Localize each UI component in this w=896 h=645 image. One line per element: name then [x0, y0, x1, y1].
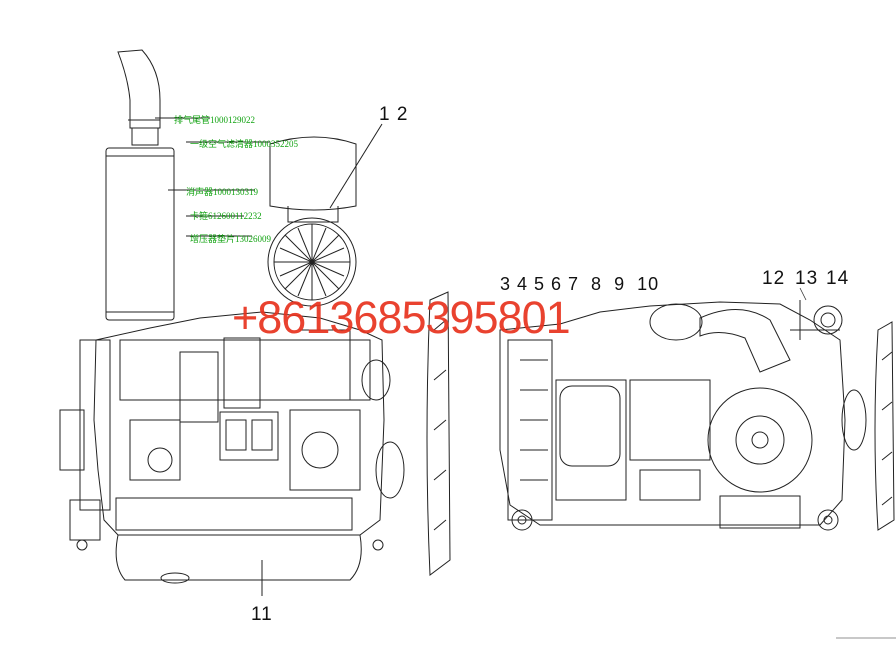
left-engine-block: [93, 311, 385, 536]
callout-12: 12: [762, 268, 786, 289]
label-supercharger-gasket: 增压器垫片13026009: [190, 234, 272, 244]
muffler-drawing: [105, 147, 175, 321]
air-filter-drawing: [269, 136, 357, 211]
right-engine-block: [499, 301, 846, 526]
callout-11: 11: [251, 604, 273, 625]
callout-1-2: 1 2: [379, 104, 409, 125]
label-clamp: 卡箍612600112232: [190, 211, 262, 221]
label-exhaust-tail-pipe: 排气尾管1000129022: [174, 115, 256, 125]
exhaust-tail-pipe-drawing: [117, 49, 161, 129]
callout-14: 14: [826, 268, 850, 289]
label-muffler: 消声器1000130319: [186, 187, 259, 197]
phone-watermark: +8613685395801: [232, 292, 571, 343]
callout-13: 13: [795, 268, 819, 289]
flywheel-housing-drawing: [707, 387, 813, 493]
fan-guard-drawing: [267, 217, 357, 307]
label-primary-air-filter: 一级空气滤清器1000352205: [190, 139, 299, 149]
callout-3-10: 3 4 5 6 7 8 9 10: [500, 274, 660, 294]
